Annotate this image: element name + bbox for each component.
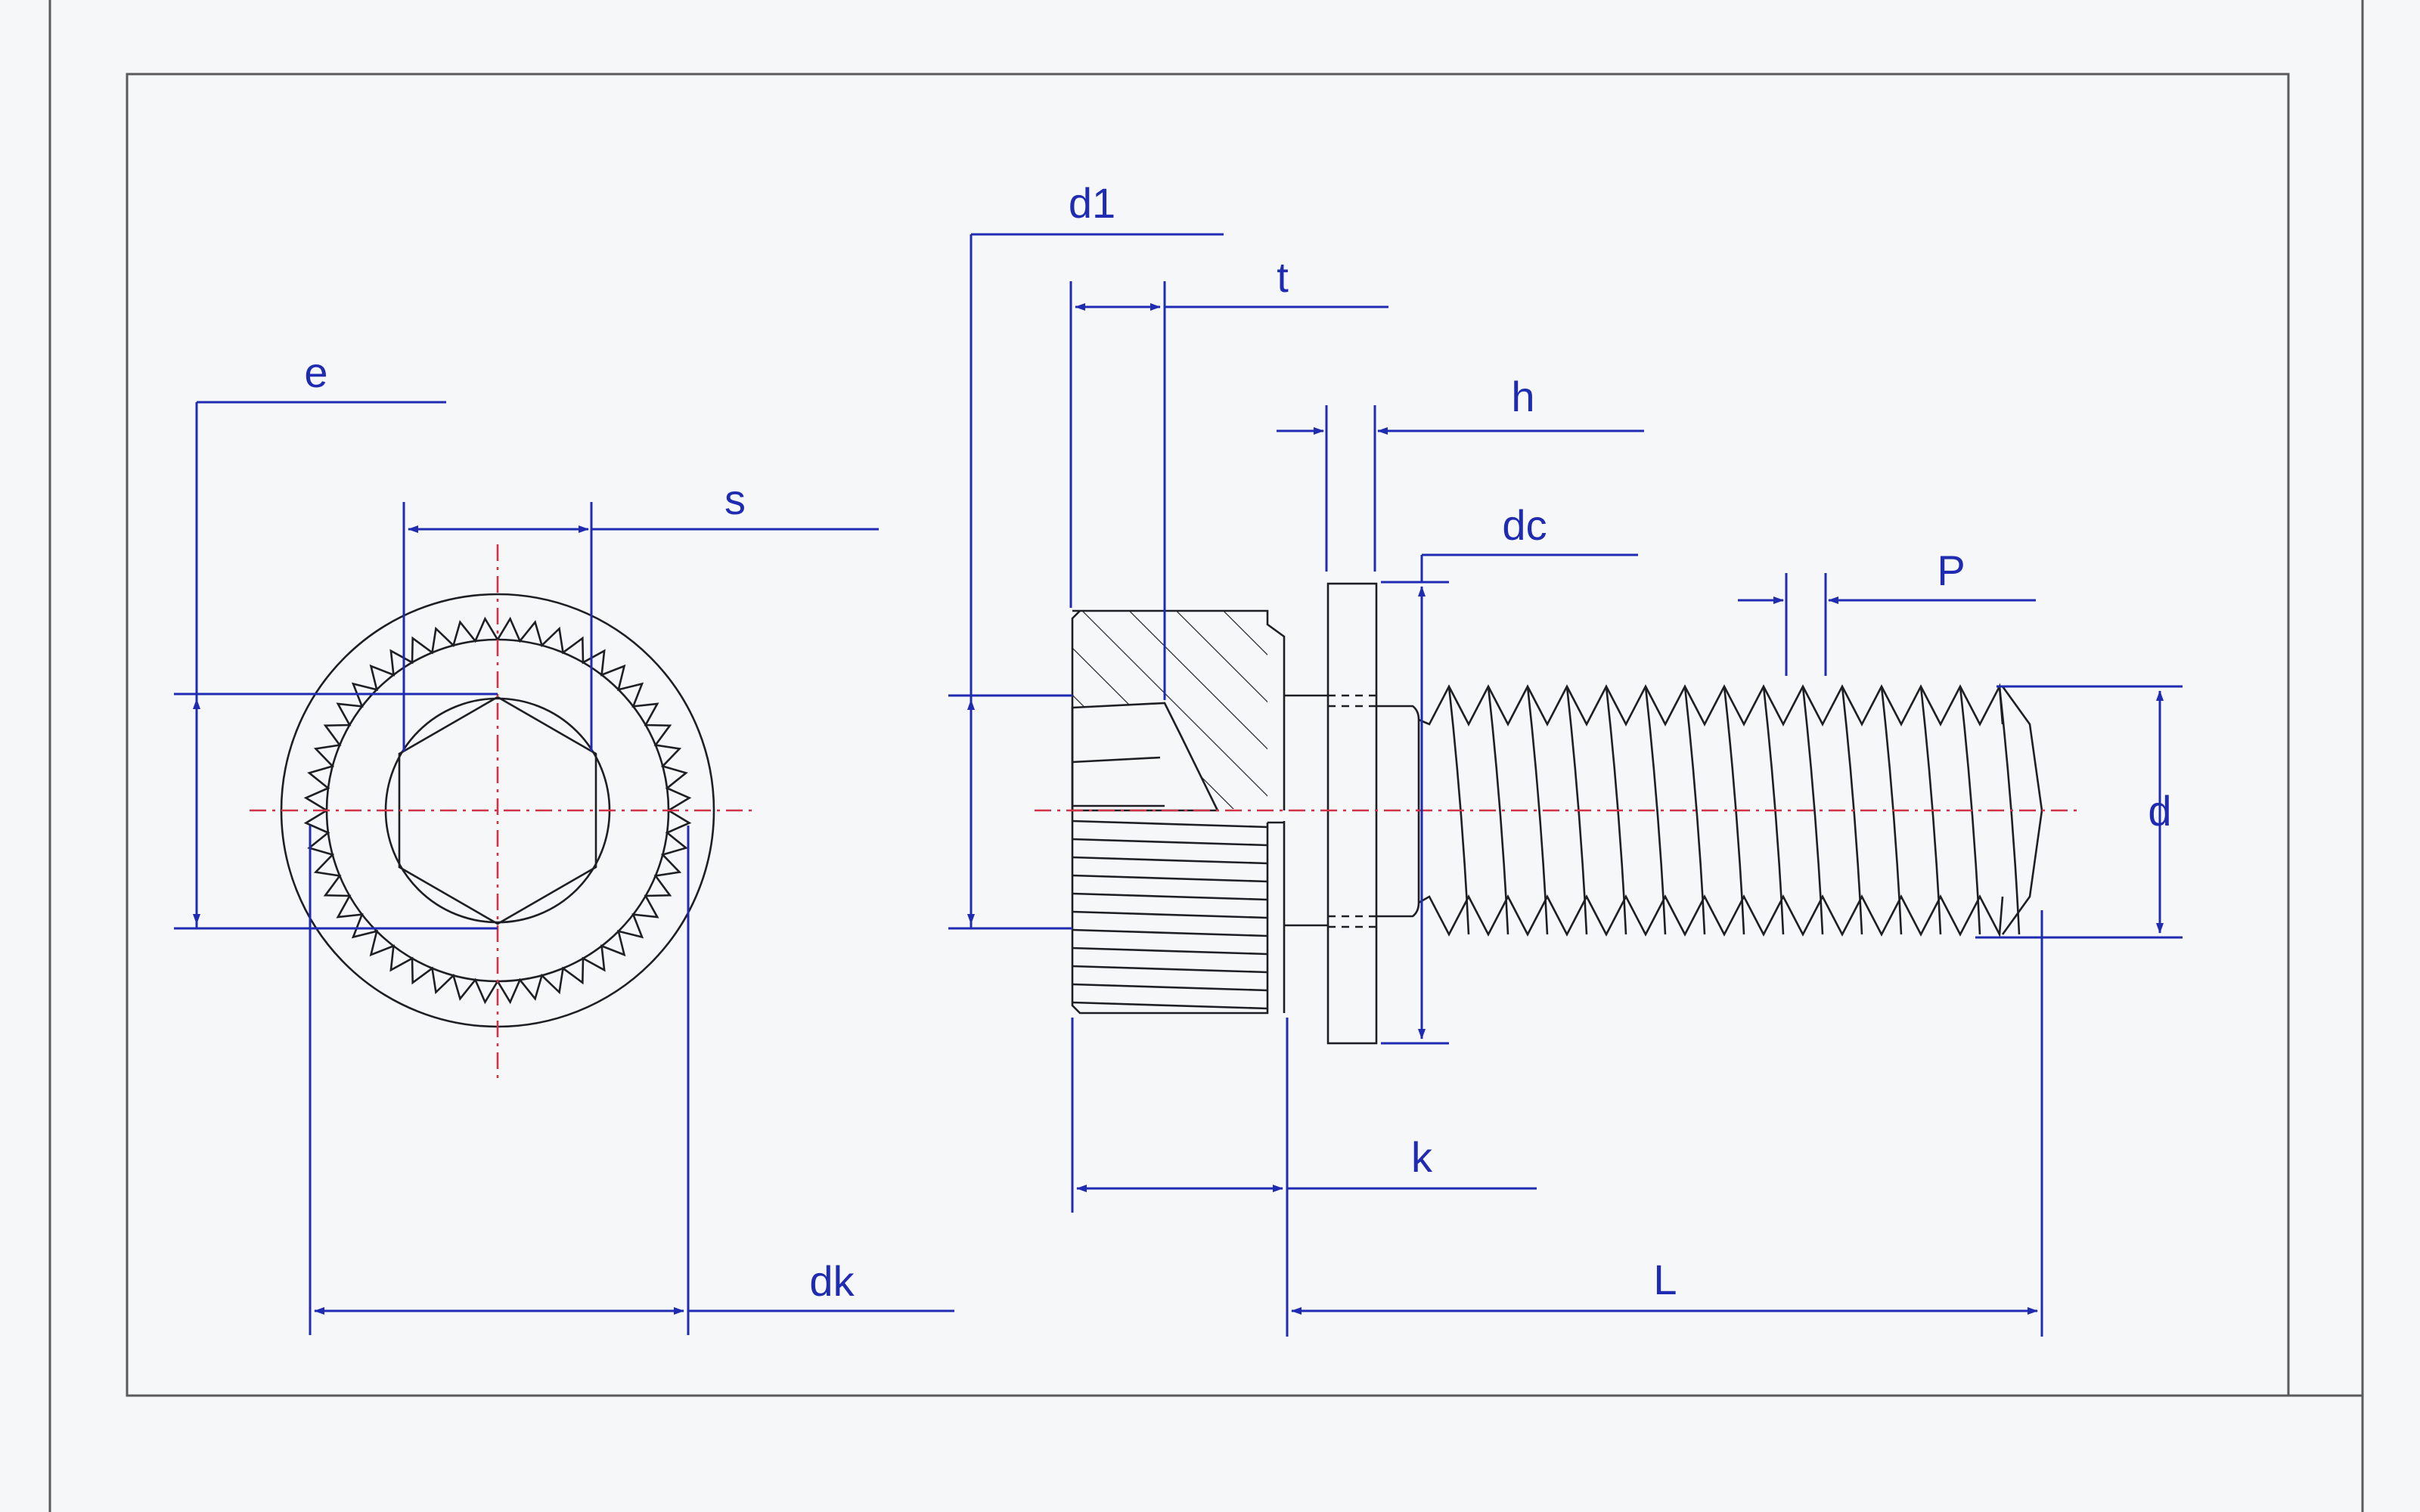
dim-label-p: P <box>1937 547 1965 594</box>
hex-socket <box>398 696 597 925</box>
thread-profile <box>1418 683 2004 938</box>
dim-label-d: d <box>2148 787 2171 835</box>
dim-label-h: h <box>1511 373 1534 420</box>
side-view-dimensions: d1 t h dc P d k <box>948 179 2183 1337</box>
end-view-dimensions: e s dk <box>174 349 954 1335</box>
dim-label-l: L <box>1653 1256 1677 1303</box>
dim-label-e: e <box>304 349 327 396</box>
washer <box>1326 582 1378 1045</box>
screw-head <box>1071 609 1286 1015</box>
side-view <box>1035 582 2077 1045</box>
end-view <box>250 544 753 1081</box>
knurl-lines <box>1072 820 1268 1010</box>
dim-label-s: s <box>724 476 746 523</box>
dim-label-k: k <box>1411 1133 1433 1181</box>
dim-label-d1: d1 <box>1069 179 1115 227</box>
drawing-frame <box>48 0 2364 1512</box>
dim-label-t: t <box>1277 253 1289 301</box>
dim-label-dc: dc <box>1502 501 1547 549</box>
dim-label-dk: dk <box>809 1257 855 1305</box>
